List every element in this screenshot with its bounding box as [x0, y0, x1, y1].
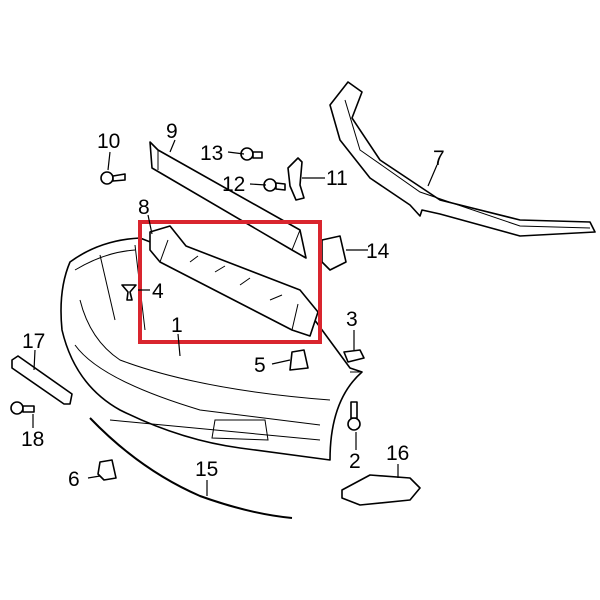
callout-8[interactable]: 8	[138, 196, 150, 219]
callout-10[interactable]: 10	[97, 130, 120, 153]
callout-16[interactable]: 16	[386, 442, 409, 465]
callout-13[interactable]: 13	[200, 142, 223, 165]
bolt-18-part	[10, 401, 35, 415]
bumper-cover-part	[60, 237, 363, 461]
clip-4-part	[121, 284, 137, 301]
callout-12[interactable]: 12	[222, 173, 245, 196]
callout-7[interactable]: 7	[433, 147, 445, 170]
bracket-14-part	[321, 235, 347, 271]
callout-11[interactable]: 11	[326, 167, 348, 190]
clip-5-part	[289, 349, 309, 371]
callout-15[interactable]: 15	[195, 458, 218, 481]
callout-9[interactable]: 9	[166, 120, 178, 143]
highlight-box	[138, 220, 322, 344]
bolt-13-part	[240, 147, 263, 161]
leader-lines	[32, 139, 438, 496]
callout-6[interactable]: 6	[68, 468, 80, 491]
reinforcement-part	[149, 141, 307, 259]
bolt-10-part	[100, 171, 126, 185]
molding-17-part	[11, 355, 73, 405]
callout-17[interactable]: 17	[22, 330, 45, 353]
screw-2-part	[347, 401, 361, 431]
callout-2[interactable]: 2	[349, 450, 361, 473]
bracket-11-part	[287, 157, 305, 201]
callout-1[interactable]: 1	[171, 314, 183, 337]
bolt-12-part	[263, 178, 286, 192]
fog-cover-16-part	[341, 474, 421, 506]
energy-absorber-part	[149, 225, 319, 337]
callout-3[interactable]: 3	[346, 308, 358, 331]
callout-4[interactable]: 4	[152, 280, 164, 303]
strip-15-part	[89, 417, 293, 519]
nut-3-part	[343, 349, 365, 363]
bracket-6-part	[97, 459, 117, 481]
callout-5[interactable]: 5	[254, 354, 266, 377]
bumper-support-part	[329, 81, 596, 237]
callout-18[interactable]: 18	[21, 428, 44, 451]
callout-14[interactable]: 14	[366, 240, 390, 263]
